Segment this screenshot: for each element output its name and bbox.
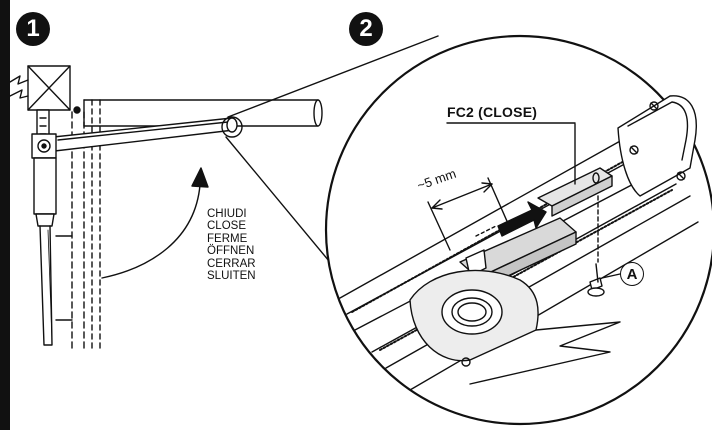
zoom-source-circle [221,116,243,138]
callout-a: A [620,262,644,286]
step-1-badge: 1 [16,12,50,46]
limit-switch-fc2 [537,167,613,217]
label-ferme: FERME [207,232,248,245]
close-direction-labels: CHIUDI CLOSE FERME ÖFFNEN CERRAR SLUITEN [207,208,256,282]
label-sluiten: SLUITEN [207,270,256,283]
screw-a [587,195,621,297]
rail-end-cap [617,95,697,197]
label-chiudi: CHIUDI [207,208,247,220]
drive-arm-bracket [409,269,621,385]
control-box [9,65,81,114]
direction-arrow-detail [475,201,547,237]
distance-dimension [427,177,511,251]
swing-arm [31,117,238,159]
label-close: CLOSE [207,220,246,233]
close-direction-arrow [101,167,209,279]
left-edge-bar [0,0,10,430]
step-2-badge: 2 [349,12,383,46]
operator-motor [33,157,73,346]
label-offnen: ÖFFNEN [207,245,255,258]
fc2-close-label: FC2 (CLOSE) [447,104,538,120]
zoom-line-top [227,35,439,118]
zoom-detail-circle [324,34,712,426]
label-cerrar: CERRAR [207,257,256,270]
